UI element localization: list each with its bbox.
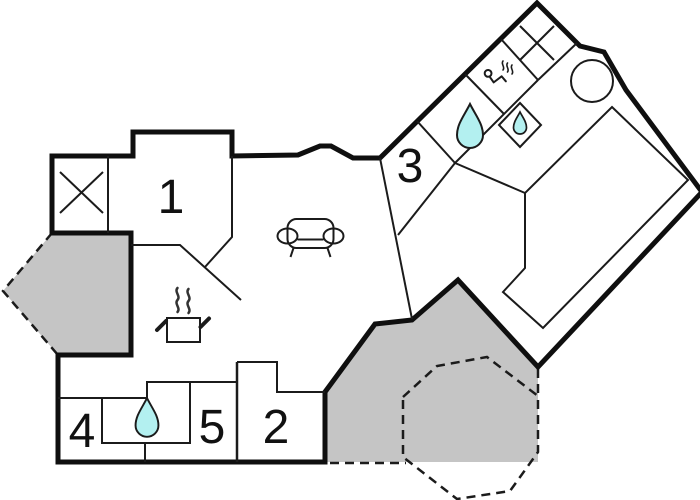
sauna-icon xyxy=(483,60,514,84)
patio-octagon xyxy=(401,355,540,500)
wing-strip-inner-line xyxy=(454,79,539,164)
sauna-window-partition xyxy=(500,38,539,81)
terrace-left xyxy=(3,233,131,355)
wing-west-partition xyxy=(379,157,413,320)
shower-room xyxy=(497,101,543,149)
room3-partition xyxy=(397,162,456,236)
water-drop-icon xyxy=(134,397,160,438)
water-drop-icon xyxy=(512,111,528,135)
room-label-2: 2 xyxy=(263,401,290,454)
terrace-left-dashed-border xyxy=(1,232,59,356)
room2-partition xyxy=(237,361,325,393)
steam-icon xyxy=(501,60,514,75)
water-drop-icon xyxy=(456,103,484,149)
bottom-rooms-partition xyxy=(58,381,237,399)
room-label-1: 1 xyxy=(158,171,185,224)
room-label-3: 3 xyxy=(397,140,424,193)
bath-sauna-partition xyxy=(464,73,505,115)
sofa-icon xyxy=(276,218,345,258)
room-label-4: 4 xyxy=(69,405,96,458)
kitchen-partition xyxy=(131,244,242,301)
cooking-pot-icon xyxy=(155,286,211,343)
room3-bath-partition xyxy=(416,120,456,164)
steam-icon xyxy=(175,286,191,315)
hot-tub xyxy=(570,59,614,103)
window-cross-icon xyxy=(59,171,104,214)
room1-partition xyxy=(204,156,233,268)
outer-walls xyxy=(49,0,700,465)
room-label-5: 5 xyxy=(199,401,226,454)
window-room-edge xyxy=(537,42,578,81)
hall-pool-partition xyxy=(454,162,526,194)
window-cross-icon xyxy=(519,25,555,61)
